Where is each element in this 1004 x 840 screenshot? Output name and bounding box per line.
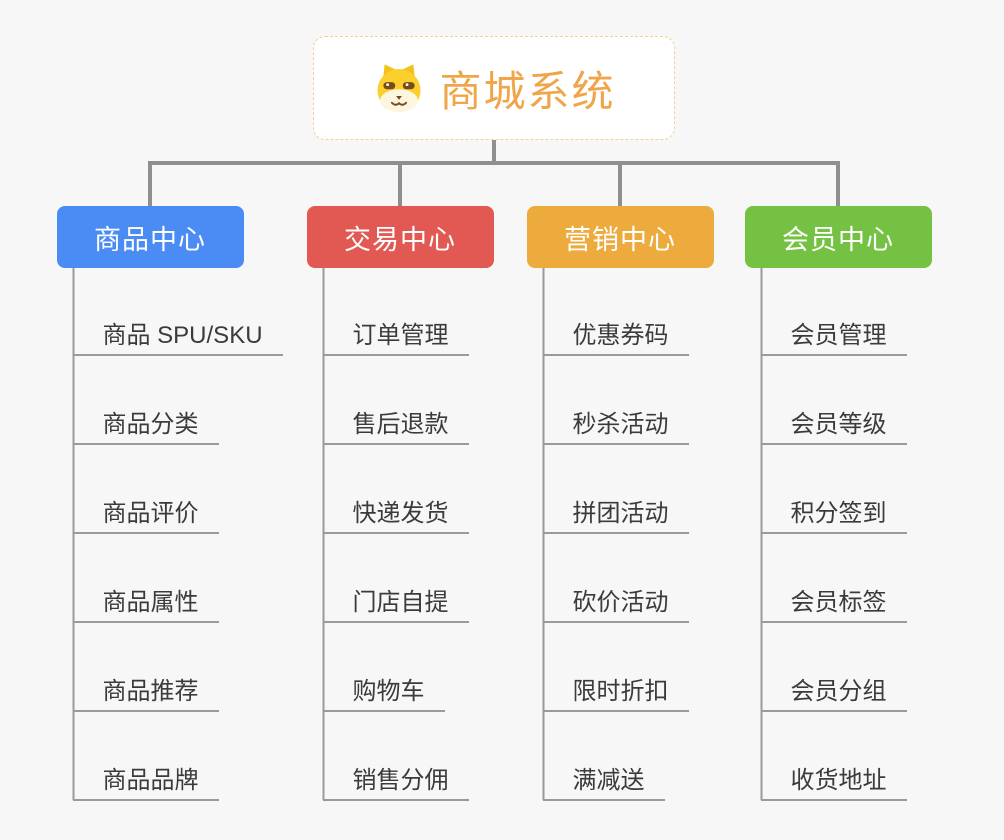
leaf-node[interactable]: 售后退款 — [322, 407, 469, 445]
leaf-node[interactable]: 销售分佣 — [322, 763, 469, 801]
leaf-node[interactable]: 商品属性 — [72, 585, 219, 623]
root-node[interactable]: 商城系统 — [313, 36, 675, 140]
leaf-node[interactable]: 秒杀活动 — [542, 407, 689, 445]
leaf-node[interactable]: 商品分类 — [72, 407, 219, 445]
branch-node[interactable]: 商品中心 — [56, 206, 244, 268]
leaf-node[interactable]: 拼团活动 — [542, 496, 689, 534]
leaf-node[interactable]: 优惠券码 — [542, 318, 689, 356]
leaf-node[interactable]: 会员标签 — [760, 585, 907, 623]
leaf-node[interactable]: 商品评价 — [72, 496, 219, 534]
leaf-node[interactable]: 砍价活动 — [542, 585, 689, 623]
leaf-node[interactable]: 购物车 — [322, 674, 445, 712]
leaf-node[interactable]: 会员等级 — [760, 407, 907, 445]
branch-node[interactable]: 交易中心 — [306, 206, 494, 268]
leaf-node[interactable]: 会员管理 — [760, 318, 907, 356]
leaf-node[interactable]: 商品推荐 — [72, 674, 219, 712]
root-label: 商城系统 — [439, 67, 616, 115]
leaf-node[interactable]: 订单管理 — [322, 318, 469, 356]
branch-node[interactable]: 营销中心 — [526, 206, 714, 268]
leaf-node[interactable]: 收货地址 — [760, 763, 907, 801]
leaf-node[interactable]: 商品 SPU/SKU — [72, 318, 283, 356]
leaf-node[interactable]: 快递发货 — [322, 496, 469, 534]
leaf-node[interactable]: 门店自提 — [322, 585, 469, 623]
leaf-node[interactable]: 限时折扣 — [542, 674, 689, 712]
branch-node[interactable]: 会员中心 — [744, 206, 932, 268]
leaf-node[interactable]: 满减送 — [542, 763, 665, 801]
shiba-dog-icon — [372, 61, 426, 115]
leaf-node[interactable]: 会员分组 — [760, 674, 907, 712]
leaf-node[interactable]: 商品品牌 — [72, 763, 219, 801]
leaf-node[interactable]: 积分签到 — [760, 496, 907, 534]
